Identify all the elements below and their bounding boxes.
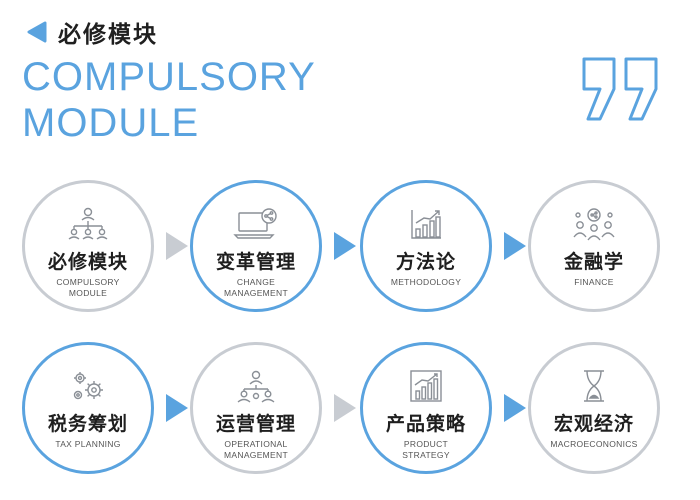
flow-arrow: [334, 232, 356, 260]
gears-icon: [73, 372, 103, 400]
flow-arrow: [504, 232, 526, 260]
module-node-methodology: 方法论 METHODOLOGY: [360, 180, 492, 312]
people-network-icon: [573, 208, 615, 241]
org-chart-icon: [68, 207, 108, 240]
module-title-zh: 运营管理: [215, 413, 296, 435]
flow-arrow: [166, 394, 188, 422]
big-title-line-1: COMPULSORY: [22, 55, 316, 99]
module-node-tax-planning: 税务筹划 TAX PLANNING: [22, 342, 154, 474]
flow-arrow: [334, 394, 356, 422]
growth-chart-icon: [410, 370, 442, 402]
module-title-en: MACROECONONICS: [550, 439, 638, 449]
team-icon: [237, 370, 275, 403]
bar-chart-icon: [411, 210, 441, 239]
module-title-zh: 变革管理: [215, 251, 296, 273]
page-title: 必修模块: [58, 22, 158, 48]
laptop-share-icon: [233, 208, 277, 239]
flow-arrow: [166, 232, 188, 260]
module-title-en: FINANCE: [574, 277, 614, 287]
big-title: COMPULSORY MODULE: [22, 54, 316, 146]
module-title-en: METHODOLOGY: [390, 277, 462, 287]
module-node-finance: 金融学 FINANCE: [528, 180, 660, 312]
module-title-zh: 税务筹划: [47, 413, 128, 435]
hourglass-icon: [584, 370, 604, 402]
big-title-line-2: MODULE: [22, 101, 200, 145]
header-triangle-icon: [27, 21, 47, 43]
module-title-zh: 金融学: [563, 251, 624, 273]
module-title-zh: 宏观经济: [553, 413, 634, 435]
flow-arrow: [504, 394, 526, 422]
module-node-macroeconomics: 宏观经济 MACROECONONICS: [528, 342, 660, 474]
module-title-en: TAX PLANNING: [55, 439, 121, 449]
quote-mark-icon: [582, 57, 658, 121]
module-title-zh: 必修模块: [47, 251, 128, 273]
module-title-zh: 方法论: [395, 251, 456, 273]
module-title-zh: 产品策略: [385, 413, 466, 435]
